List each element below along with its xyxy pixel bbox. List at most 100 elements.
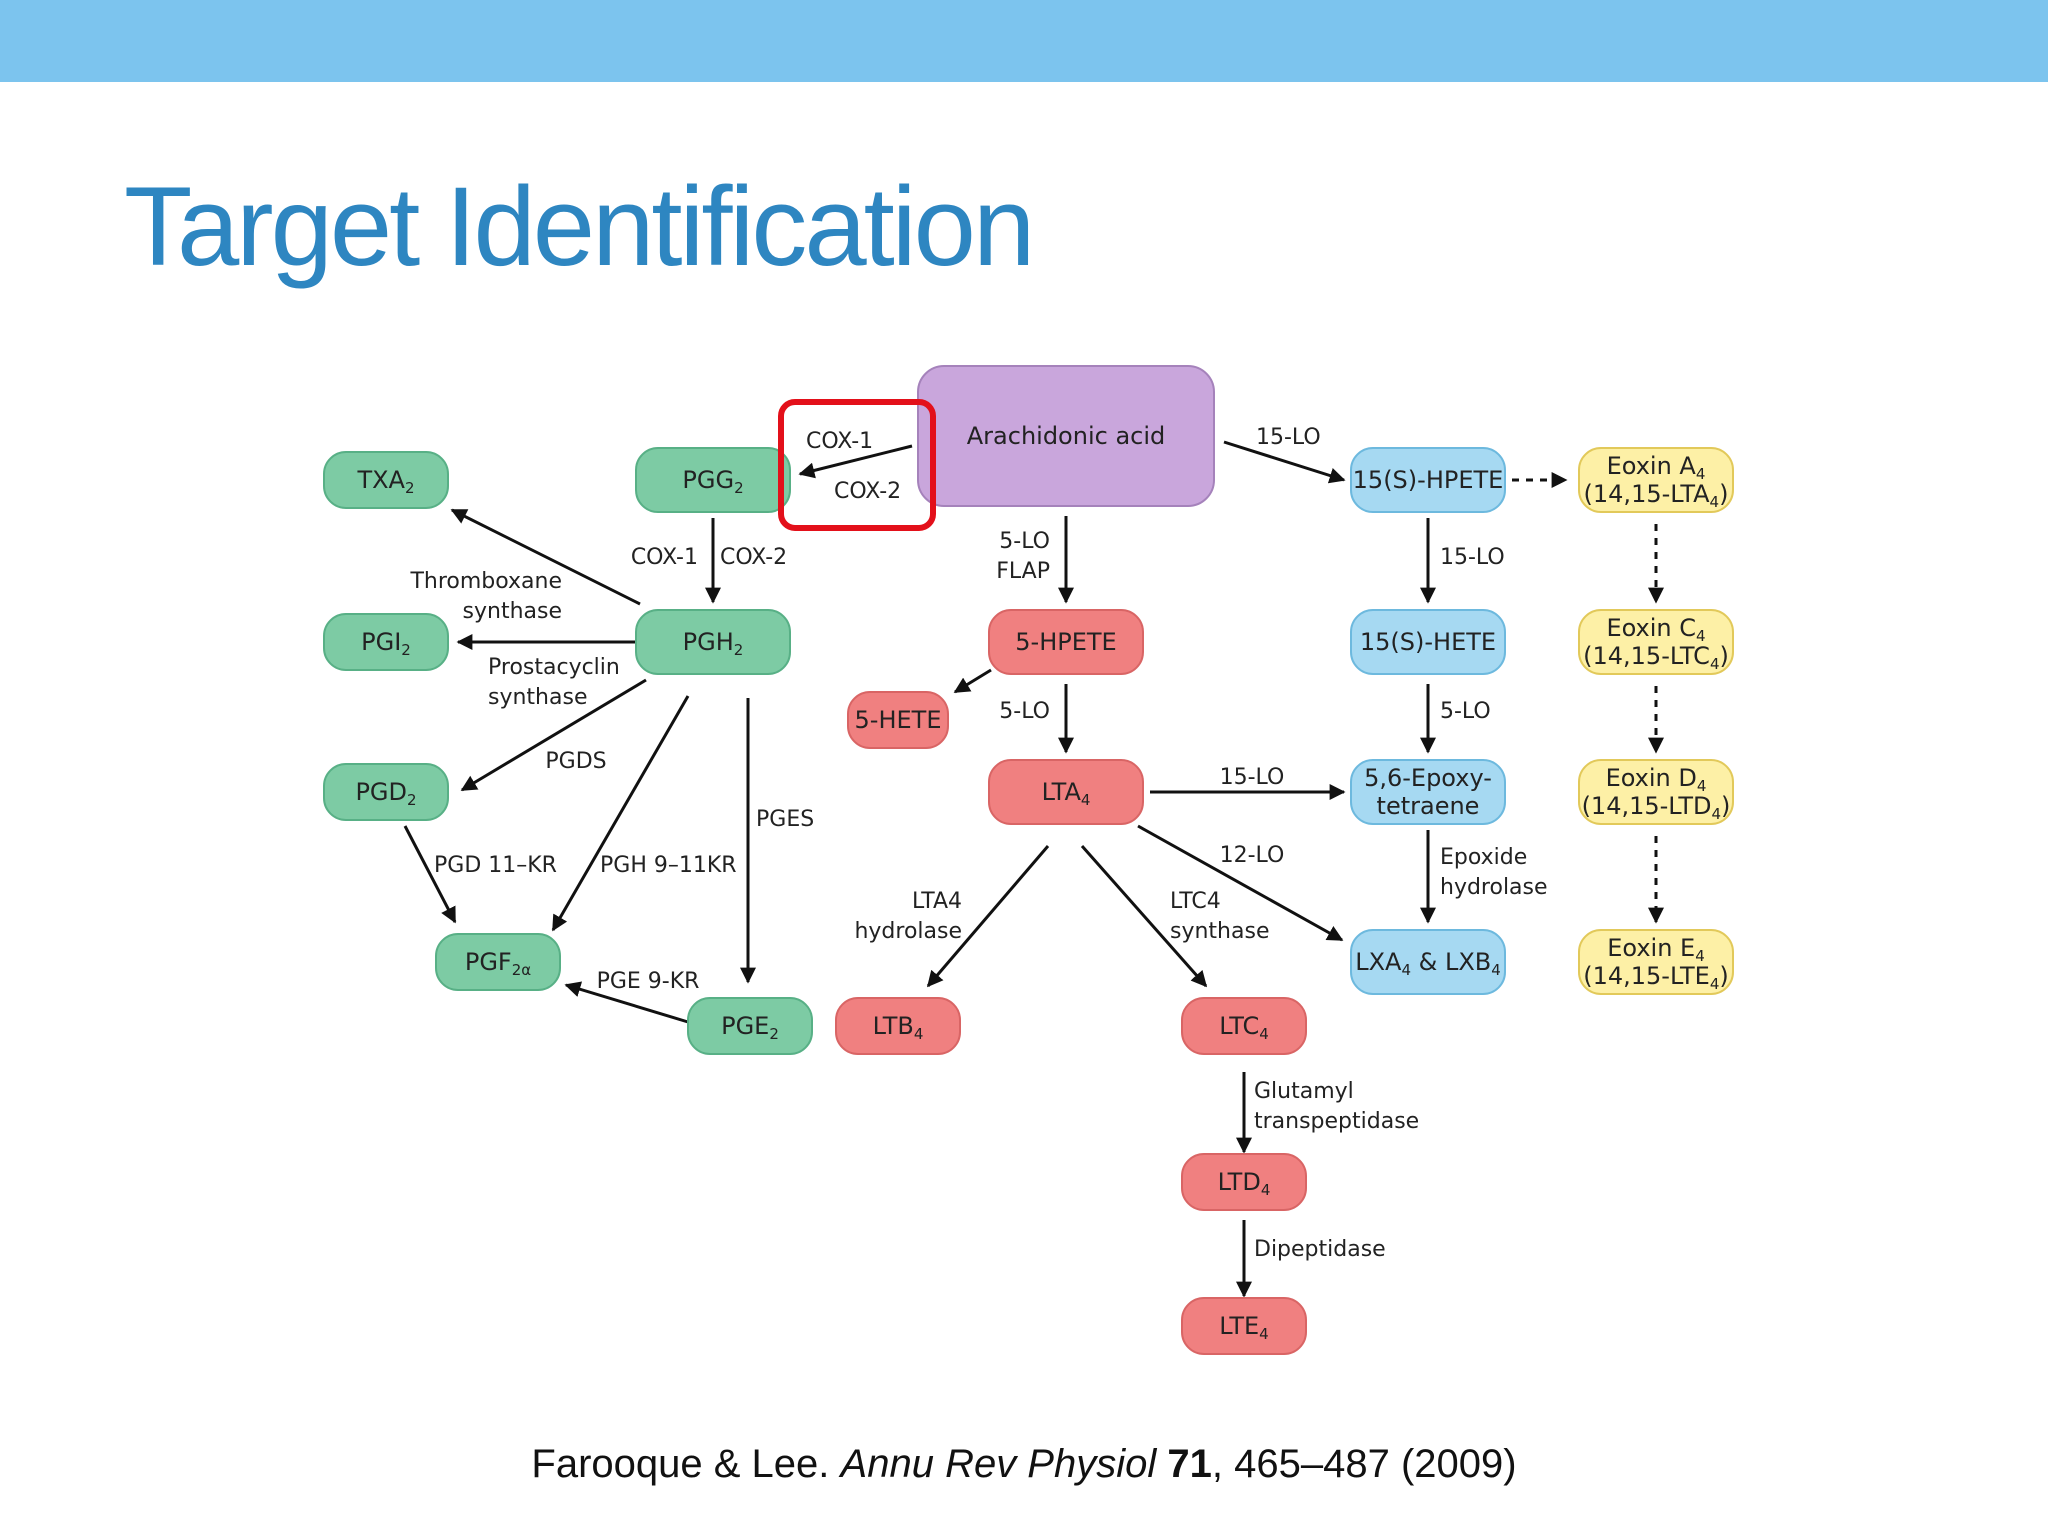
arrow-pgh2-to-txa2 <box>450 508 641 606</box>
node-pge2: PGE2 <box>687 997 813 1055</box>
node-ltd4-label: LTD4 <box>1218 1168 1271 1199</box>
enzyme-label-lo5-right: 5-LO <box>1440 699 1491 724</box>
node-eoxe-box <box>1578 929 1734 995</box>
node-eoxd-label: Eoxin D4 <box>1606 764 1707 795</box>
arrow-lta4-to-ltc4 <box>1080 845 1208 988</box>
arrow-pge2-to-pgf2a <box>564 981 689 1024</box>
node-hpete5-box <box>988 609 1144 675</box>
enzyme-label-pges: PGES <box>756 807 814 832</box>
node-epoxy-label: 5,6-Epoxy- <box>1364 764 1492 792</box>
node-ltc4-label: LTC4 <box>1219 1012 1269 1043</box>
arrow-pgd2-to-pgf2a <box>403 825 457 924</box>
enzyme-label-prostacyclin-synthase-line-1: Prostacyclin <box>488 655 620 680</box>
node-hete5-box <box>847 691 949 749</box>
node-hpete5-label: 5-HPETE <box>1015 628 1116 656</box>
enzyme-label-lta4-hydrolase-line-1: LTA4 <box>912 889 962 914</box>
node-pgd2: PGD2 <box>323 763 449 821</box>
enzyme-label-lo15-right: 15-LO <box>1440 545 1505 570</box>
node-ltc4: LTC4 <box>1181 997 1307 1055</box>
node-eoxe: Eoxin E4(14,15-LTE4) <box>1578 929 1734 995</box>
node-hpete15-box <box>1350 447 1506 513</box>
citation: Farooque & Lee. Annu Rev Physiol 71, 465… <box>0 1442 2048 1487</box>
enzyme-label-epoxide-hydrolase-line-2: hydrolase <box>1440 875 1548 900</box>
node-hete5: 5-HETE <box>847 691 949 749</box>
node-lta4: LTA4 <box>988 759 1144 825</box>
arrow-aa-to-hpete15 <box>1223 440 1346 484</box>
citation-authors: Farooque & Lee. <box>531 1442 830 1486</box>
node-hpete15-label: 15(S)-HPETE <box>1353 466 1504 494</box>
node-lta4-box <box>988 759 1144 825</box>
node-eoxa-label: Eoxin A4 <box>1607 452 1706 483</box>
node-pgg2-label: PGG2 <box>682 466 743 497</box>
node-eoxa-label: (14,15-LTA4) <box>1584 480 1729 511</box>
node-lta4-label: LTA4 <box>1042 778 1091 809</box>
node-eoxc-label: (14,15-LTC4) <box>1583 642 1729 673</box>
node-eoxc-box <box>1578 609 1734 675</box>
node-pgf2a: PGF2α <box>435 933 561 991</box>
enzyme-label-lo15-top: 15-LO <box>1256 425 1321 450</box>
node-hpete5: 5-HPETE <box>988 609 1144 675</box>
enzyme-label-lo15-lta: 15-LO <box>1220 765 1285 790</box>
node-hete15: 15(S)-HETE <box>1350 609 1506 675</box>
slide-title: Target Identification <box>124 164 1035 289</box>
node-lxa-label: LXA4 & LXB4 <box>1355 948 1501 979</box>
node-lxa: LXA4 & LXB4 <box>1350 929 1506 995</box>
enzyme-label-cox2-mid: COX-2 <box>720 545 787 570</box>
enzyme-label-lo5-flap-line-2: FLAP <box>996 559 1050 584</box>
arrow-aa-to-pgg2 <box>798 444 913 479</box>
node-pgi2-box <box>323 613 449 671</box>
arrow-pgh2-to-pgf2a <box>551 695 690 932</box>
node-lte4-label: LTE4 <box>1219 1312 1268 1343</box>
node-ltb4-label: LTB4 <box>873 1012 924 1043</box>
node-pgd2-label: PGD2 <box>355 778 416 809</box>
enzyme-label-epoxide-hydrolase-line-1: Epoxide <box>1440 845 1527 870</box>
node-aa-label: Arachidonic acid <box>967 422 1166 450</box>
node-pgg2: PGG2 <box>635 447 791 513</box>
enzyme-label-pgds: PGDS <box>545 749 606 774</box>
node-hete15-label: 15(S)-HETE <box>1360 628 1496 656</box>
enzyme-label-lo12: 12-LO <box>1220 843 1285 868</box>
node-lxa-box <box>1350 929 1506 995</box>
node-eoxc-label: Eoxin C4 <box>1606 614 1705 645</box>
enzyme-label-pge-9kr: PGE 9-KR <box>597 969 700 994</box>
node-txa2-label: TXA2 <box>356 466 414 497</box>
node-ltb4: LTB4 <box>835 997 961 1055</box>
node-eoxd: Eoxin D4(14,15-LTD4) <box>1578 759 1734 825</box>
node-ltd4-box <box>1181 1153 1307 1211</box>
node-eoxa-box <box>1578 447 1734 513</box>
node-pge2-label: PGE2 <box>721 1012 779 1043</box>
node-aa-box <box>917 365 1215 507</box>
node-aa: Arachidonic acid <box>917 365 1215 507</box>
node-pgh2: PGH2 <box>635 609 791 675</box>
cox-highlight-box <box>778 399 936 531</box>
node-pgf2a-box <box>435 933 561 991</box>
arrow-pgh2-to-pgd2 <box>460 678 647 792</box>
node-pgi2-label: PGI2 <box>361 628 411 659</box>
enzyme-label-prostacyclin-synthase-line-2: synthase <box>488 685 587 710</box>
node-hete15-box <box>1350 609 1506 675</box>
enzyme-label-thromboxane-synthase-line-1: Thromboxane <box>409 569 562 594</box>
node-eoxa: Eoxin A4(14,15-LTA4) <box>1578 447 1734 513</box>
node-eoxe-label: Eoxin E4 <box>1607 934 1705 965</box>
enzyme-label-cox2-top: COX-2 <box>834 479 901 504</box>
node-epoxy-label: tetraene <box>1377 792 1480 820</box>
node-pgf2a-label: PGF2α <box>465 948 531 979</box>
enzyme-label-thromboxane-synthase-line-2: synthase <box>463 599 562 624</box>
node-txa2-box <box>323 451 449 509</box>
enzyme-label-lta4-hydrolase-line-2: hydrolase <box>854 919 962 944</box>
enzyme-label-dipeptidase: Dipeptidase <box>1254 1237 1386 1262</box>
header-bar <box>0 0 2048 82</box>
node-hpete15: 15(S)-HPETE <box>1350 447 1506 513</box>
arrow-lta4-to-lxa <box>1137 824 1344 942</box>
node-pgg2-box <box>635 447 791 513</box>
node-pge2-box <box>687 997 813 1055</box>
node-ltc4-box <box>1181 997 1307 1055</box>
node-pgi2: PGI2 <box>323 613 449 671</box>
citation-journal: Annu Rev Physiol <box>840 1442 1157 1486</box>
citation-volume: 71 <box>1167 1442 1212 1486</box>
node-eoxc: Eoxin C4(14,15-LTC4) <box>1578 609 1734 675</box>
enzyme-label-ltc4-synthase-line-2: synthase <box>1170 919 1269 944</box>
enzyme-label-pgd-11kr: PGD 11–KR <box>434 853 557 878</box>
enzyme-label-cox1-mid: COX-1 <box>631 545 698 570</box>
